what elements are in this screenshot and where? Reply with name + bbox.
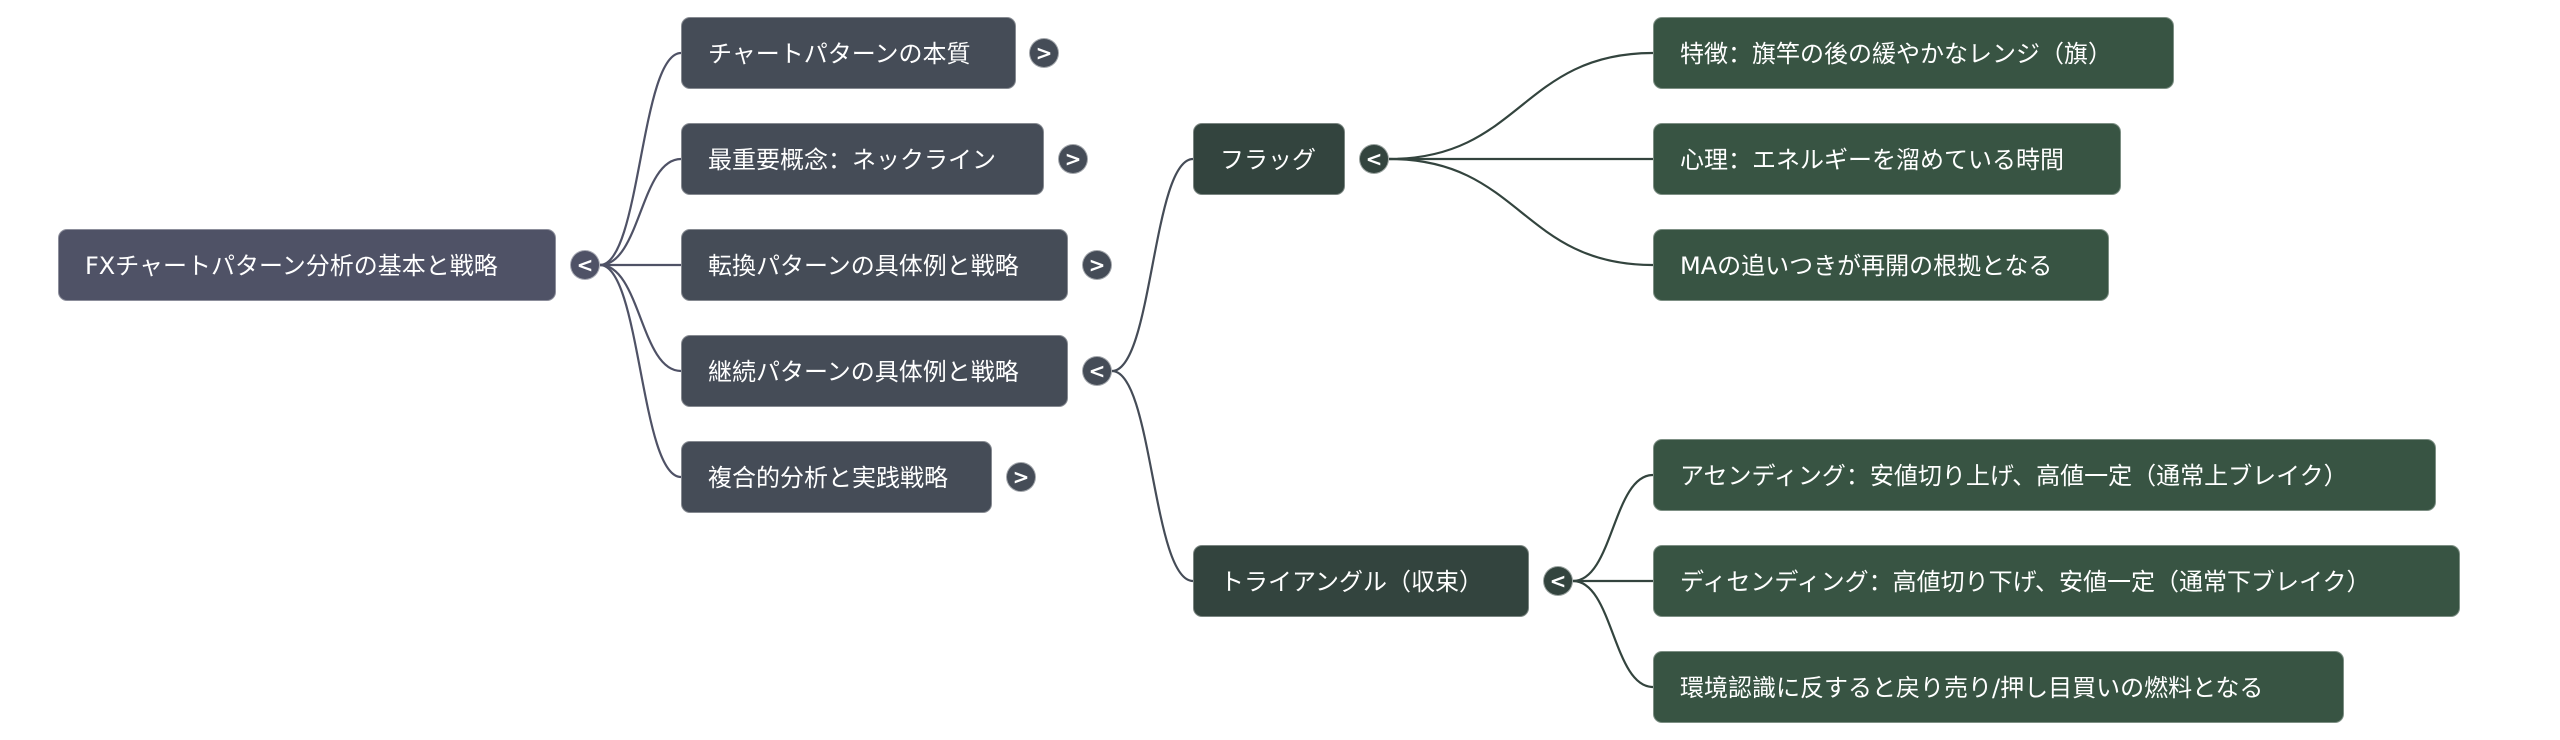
connector-triangle-leaf-2: [1572, 579, 1654, 689]
leaf-node-flag-ma[interactable]: MAの追いつきが再開の根拠となる: [1653, 229, 2109, 301]
leaf-label: MAの追いつきが再開の根拠となる: [1680, 252, 2053, 280]
collapse-toggle-continuation-patterns[interactable]: <: [1082, 356, 1112, 386]
leaf-label: ディセンディング：高値切り下げ、安値一定（通常下ブレイク）: [1680, 568, 2371, 596]
chevron-right-icon: >: [1035, 41, 1053, 65]
leaf-label: 特徴：旗竿の後の緩やかなレンジ（旗）: [1680, 40, 2112, 68]
branch-node-composite-analysis[interactable]: 複合的分析と実践戦略: [681, 441, 992, 513]
connector-flag-leaf-0: [1388, 51, 1654, 161]
leaf-label: 心理：エネルギーを溜めている時間: [1680, 146, 2064, 174]
branch-label: 転換パターンの具体例と戦略: [708, 252, 1019, 280]
branch-node-neckline[interactable]: 最重要概念：ネックライン: [681, 123, 1044, 195]
leaf-node-ascending[interactable]: アセンディング：安値切り上げ、高値一定（通常上ブレイク）: [1653, 439, 2436, 511]
subbranch-label: フラッグ: [1220, 146, 1316, 174]
chevron-right-icon: >: [1088, 253, 1106, 277]
branch-label: 複合的分析と実践戦略: [708, 464, 948, 492]
leaf-node-flag-psychology[interactable]: 心理：エネルギーを溜めている時間: [1653, 123, 2121, 195]
chevron-left-icon: <: [1549, 569, 1567, 593]
root-node[interactable]: FXチャートパターン分析の基本と戦略: [58, 229, 556, 301]
connector-root-branch-0: [599, 51, 682, 267]
branch-label: 継続パターンの具体例と戦略: [708, 358, 1019, 386]
connector-root-branch-4: [599, 263, 682, 479]
expand-toggle-chart-pattern-essence[interactable]: >: [1029, 38, 1059, 68]
branch-node-continuation-patterns[interactable]: 継続パターンの具体例と戦略: [681, 335, 1068, 407]
subbranch-node-triangle[interactable]: トライアングル（収束）: [1193, 545, 1529, 617]
connector-root-branch-1: [599, 157, 682, 267]
leaf-node-environment[interactable]: 環境認識に反すると戻り売り/押し目買いの燃料となる: [1653, 651, 2344, 723]
chevron-right-icon: >: [1012, 465, 1030, 489]
chevron-left-icon: <: [1088, 359, 1106, 383]
branch-node-chart-pattern-essence[interactable]: チャートパターンの本質: [681, 17, 1016, 89]
subbranch-node-flag[interactable]: フラッグ: [1193, 123, 1345, 195]
subbranch-label: トライアングル（収束）: [1220, 568, 1484, 596]
branch-label: 最重要概念：ネックライン: [708, 146, 996, 174]
connector-continuation-sub-0: [1111, 157, 1194, 373]
collapse-toggle-flag[interactable]: <: [1359, 144, 1389, 174]
collapse-toggle-triangle[interactable]: <: [1543, 566, 1573, 596]
chevron-left-icon: <: [1365, 147, 1383, 171]
leaf-node-descending[interactable]: ディセンディング：高値切り下げ、安値一定（通常下ブレイク）: [1653, 545, 2460, 617]
leaf-label: アセンディング：安値切り上げ、高値一定（通常上ブレイク）: [1680, 462, 2348, 490]
connector-triangle-leaf-0: [1572, 473, 1654, 583]
branch-label: チャートパターンの本質: [708, 40, 971, 68]
root-collapse-toggle[interactable]: <: [570, 250, 600, 280]
leaf-node-flag-feature[interactable]: 特徴：旗竿の後の緩やかなレンジ（旗）: [1653, 17, 2174, 89]
connector-continuation-sub-1: [1111, 369, 1194, 583]
leaf-label: 環境認識に反すると戻り売り/押し目買いの燃料となる: [1680, 674, 2264, 702]
chevron-left-icon: <: [576, 253, 594, 277]
branch-node-reversal-patterns[interactable]: 転換パターンの具体例と戦略: [681, 229, 1068, 301]
connector-root-branch-3: [599, 263, 682, 373]
expand-toggle-composite-analysis[interactable]: >: [1006, 462, 1036, 492]
chevron-right-icon: >: [1064, 147, 1082, 171]
root-node-label: FXチャートパターン分析の基本と戦略: [85, 252, 498, 280]
expand-toggle-neckline[interactable]: >: [1058, 144, 1088, 174]
expand-toggle-reversal-patterns[interactable]: >: [1082, 250, 1112, 280]
connector-flag-leaf-2: [1388, 157, 1654, 267]
